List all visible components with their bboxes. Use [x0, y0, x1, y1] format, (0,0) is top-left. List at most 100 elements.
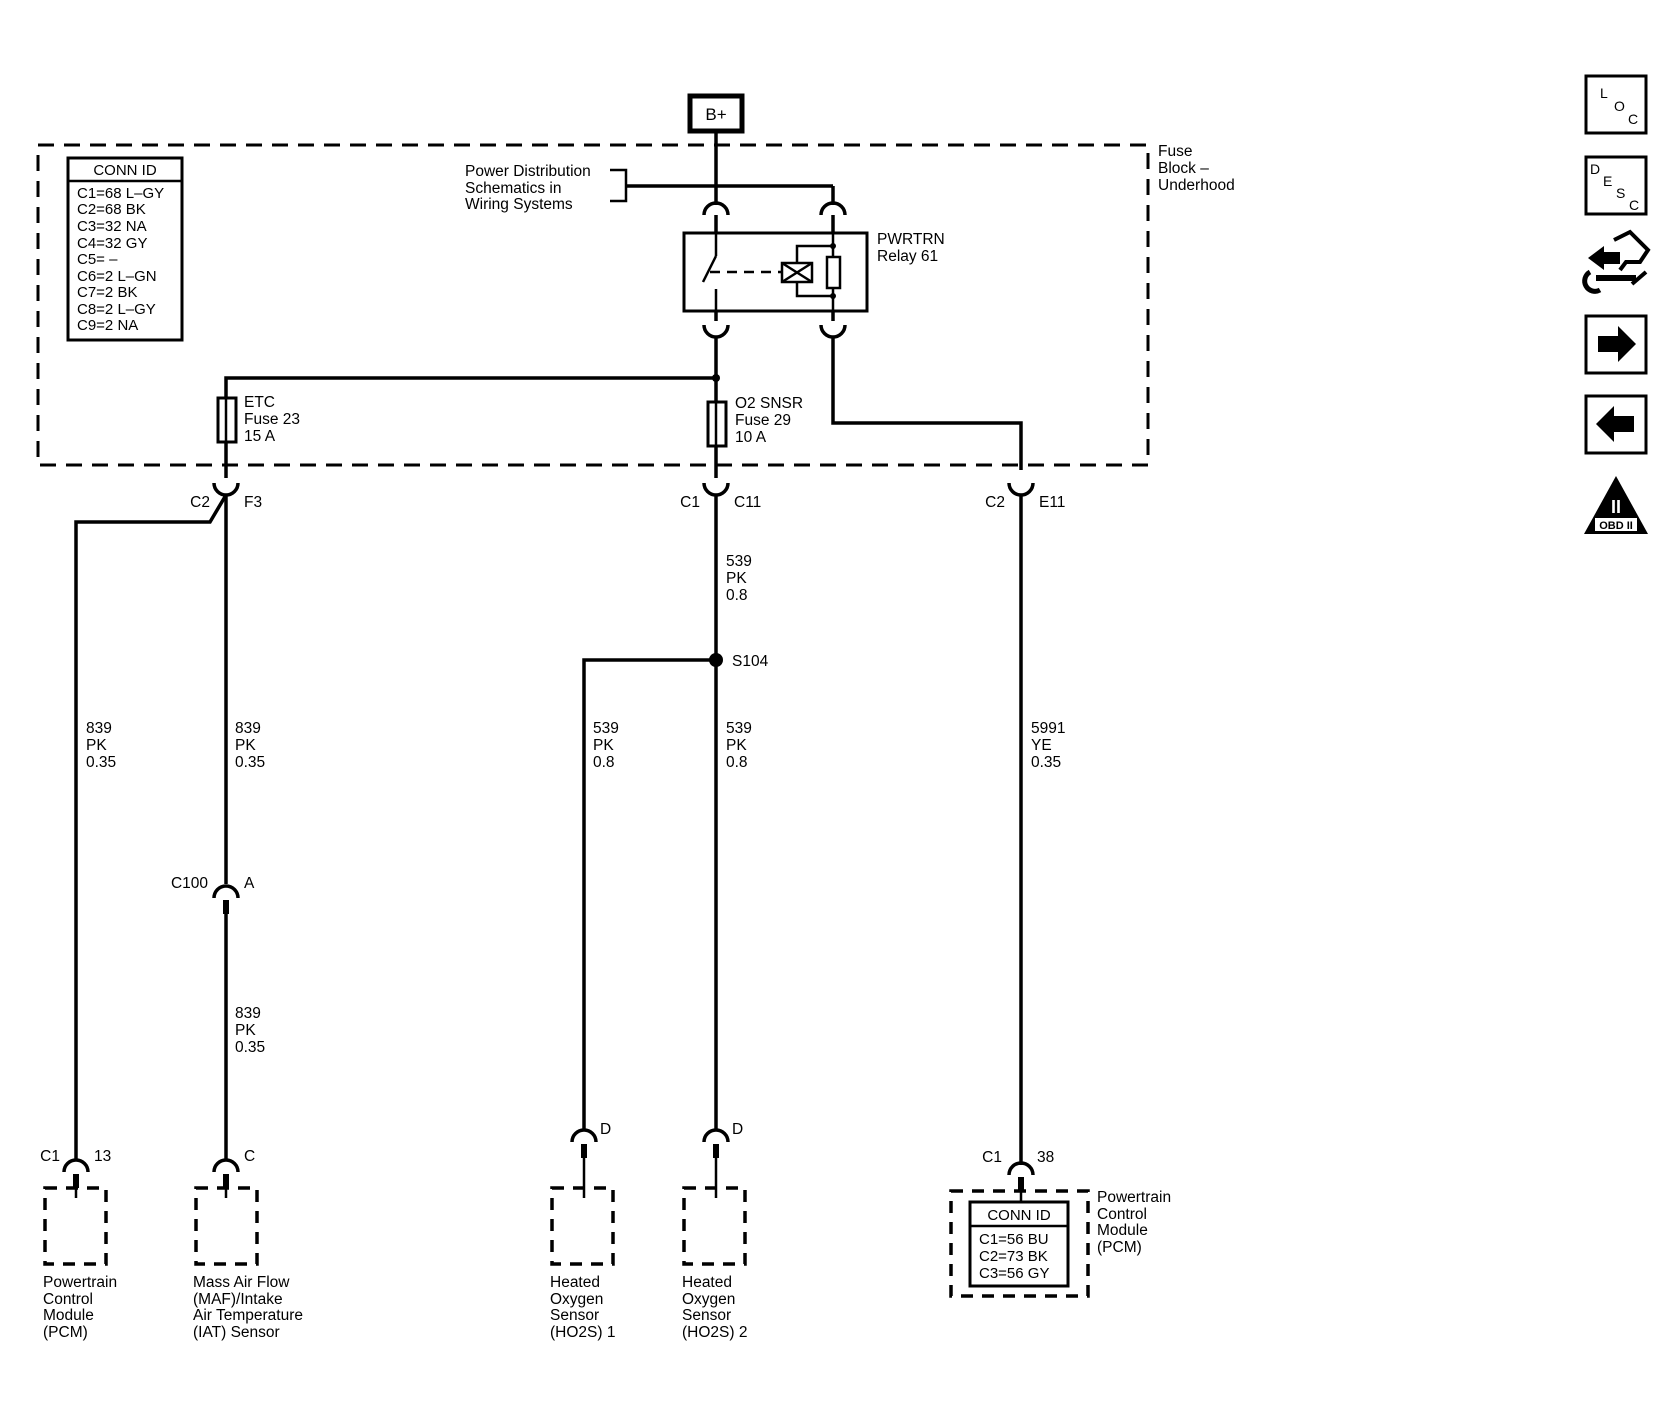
svg-text:OBD II: OBD II: [1599, 520, 1633, 532]
svg-text:C: C: [244, 1148, 255, 1165]
etc-fuse-23: [216, 396, 238, 444]
wire-label-839-pcm: 839 PK 0.35: [86, 720, 116, 771]
next-arrow-button[interactable]: [1584, 314, 1648, 375]
svg-text:(IAT) Sensor: (IAT) Sensor: [193, 1324, 280, 1341]
svg-text:C1: C1: [982, 1149, 1002, 1166]
previous-arrow-button[interactable]: [1584, 394, 1648, 455]
svg-text:CONN ID: CONN ID: [93, 162, 157, 179]
svg-text:0.8: 0.8: [593, 754, 615, 771]
svg-text:Oxygen: Oxygen: [550, 1291, 603, 1308]
svg-text:0.35: 0.35: [235, 754, 265, 771]
o2-fuse-label: O2 SNSR Fuse 29 10 A: [735, 395, 803, 446]
svg-text:539: 539: [593, 720, 619, 737]
svg-text:PK: PK: [235, 1022, 256, 1039]
svg-text:C2: C2: [190, 494, 210, 511]
svg-text:C3=56 GY: C3=56 GY: [979, 1265, 1049, 1282]
svg-text:839: 839: [235, 1005, 261, 1022]
connector-wrench-icon[interactable]: [1582, 229, 1651, 294]
pcm-right-label: Powertrain Control Module (PCM): [1097, 1189, 1171, 1256]
svg-text:L: L: [1600, 85, 1608, 101]
svg-text:II: II: [1611, 497, 1621, 517]
svg-text:Power Distribution: Power Distribution: [465, 163, 591, 180]
connector-pcm-c1-13: C1 13: [40, 1148, 111, 1188]
etc-fuse-label: ETC Fuse 23 15 A: [244, 394, 300, 445]
svg-text:C2=68 BK: C2=68 BK: [77, 201, 146, 218]
svg-text:PK: PK: [593, 737, 614, 754]
fuse-block-name: Fuse Block – Underhood: [1158, 143, 1235, 194]
svg-text:C: C: [1629, 197, 1639, 213]
svg-text:F3: F3: [244, 494, 262, 511]
connector-c2-f3: C2 F3: [190, 482, 262, 511]
svg-text:D: D: [1590, 161, 1600, 177]
svg-text:Oxygen: Oxygen: [682, 1291, 735, 1308]
connector-maf-c: C: [212, 1148, 255, 1188]
svg-text:0.35: 0.35: [86, 754, 116, 771]
svg-text:Sensor: Sensor: [682, 1307, 731, 1324]
pwrtrn-relay: [682, 231, 869, 313]
ho2s2-label: Heated Oxygen Sensor (HO2S) 2: [682, 1274, 747, 1341]
svg-text:PK: PK: [86, 737, 107, 754]
svg-text:O: O: [1614, 98, 1625, 114]
svg-text:CONN ID: CONN ID: [987, 1207, 1051, 1224]
svg-text:E11: E11: [1039, 494, 1065, 511]
svg-text:13: 13: [94, 1148, 111, 1165]
svg-text:A: A: [244, 875, 255, 892]
wire-label-539-ho2s2: 539 PK 0.8: [726, 720, 752, 771]
svg-text:Module: Module: [43, 1307, 94, 1324]
svg-text:539: 539: [726, 720, 752, 737]
o2-snsr-fuse-29: [706, 400, 728, 448]
svg-text:Underhood: Underhood: [1158, 177, 1235, 194]
svg-text:Control: Control: [1097, 1206, 1147, 1223]
pcm-right-component: [949, 1189, 1090, 1298]
svg-text:0.35: 0.35: [235, 1039, 265, 1056]
fuse-bus-wire: [224, 376, 716, 398]
desc-button[interactable]: D E S C: [1584, 155, 1648, 216]
svg-text:(PCM): (PCM): [1097, 1239, 1142, 1256]
pcm-left-label: Powertrain Control Module (PCM): [43, 1274, 117, 1341]
pcm-conn-id-table: CONN ID C1=56 BU C2=73 BK C3=56 GY: [968, 1200, 1070, 1288]
svg-text:O2 SNSR: O2 SNSR: [735, 395, 803, 412]
svg-text:C: C: [1628, 111, 1638, 127]
wire-839-to-pcm: [74, 494, 228, 1160]
svg-text:Wiring Systems: Wiring Systems: [465, 196, 573, 213]
svg-text:Powertrain: Powertrain: [43, 1274, 117, 1291]
connector-c1-c11: C1 C11: [680, 482, 761, 511]
svg-text:D: D: [600, 1121, 611, 1138]
svg-text:C1=56 BU: C1=56 BU: [979, 1231, 1049, 1248]
svg-text:C11: C11: [734, 494, 761, 511]
fuse-block-outline: [36, 143, 1150, 467]
svg-text:539: 539: [726, 553, 752, 570]
svg-text:C9=2 NA: C9=2 NA: [77, 317, 138, 334]
battery-supply-label: B+: [705, 105, 726, 124]
maf-iat-sensor-component: [194, 1186, 259, 1266]
wire-label-839-maf-upper: 839 PK 0.35: [235, 720, 265, 771]
svg-text:Air Temperature: Air Temperature: [193, 1307, 303, 1324]
svg-text:C5= –: C5= –: [77, 251, 118, 268]
svg-text:PK: PK: [726, 737, 747, 754]
svg-text:S: S: [1616, 185, 1625, 201]
svg-text:Block –: Block –: [1158, 160, 1209, 177]
svg-text:Powertrain: Powertrain: [1097, 1189, 1171, 1206]
svg-text:Fuse 23: Fuse 23: [244, 411, 300, 428]
svg-text:C2: C2: [985, 494, 1005, 511]
arrow-left-icon: [1596, 406, 1634, 442]
svg-text:38: 38: [1037, 1149, 1054, 1166]
svg-text:ETC: ETC: [244, 394, 275, 411]
svg-text:10 A: 10 A: [735, 429, 767, 446]
connector-c100-a: C100 A: [171, 875, 255, 914]
wire-label-539-top: 539 PK 0.8: [726, 553, 752, 604]
loc-button[interactable]: L O C: [1584, 74, 1648, 135]
svg-text:C3=32 NA: C3=32 NA: [77, 218, 147, 235]
svg-text:0.35: 0.35: [1031, 754, 1061, 771]
svg-text:Sensor: Sensor: [550, 1307, 599, 1324]
obd-ii-icon[interactable]: II OBD II: [1584, 476, 1648, 534]
svg-text:C100: C100: [171, 875, 208, 892]
svg-text:(MAF)/Intake: (MAF)/Intake: [193, 1291, 283, 1308]
wire-539-to-ho2s1: [582, 658, 716, 1130]
svg-text:0.8: 0.8: [726, 587, 748, 604]
splice-s104-label: S104: [732, 653, 769, 670]
svg-text:PWRTRN: PWRTRN: [877, 231, 945, 248]
arrow-right-icon: [1598, 326, 1636, 362]
svg-text:Control: Control: [43, 1291, 93, 1308]
